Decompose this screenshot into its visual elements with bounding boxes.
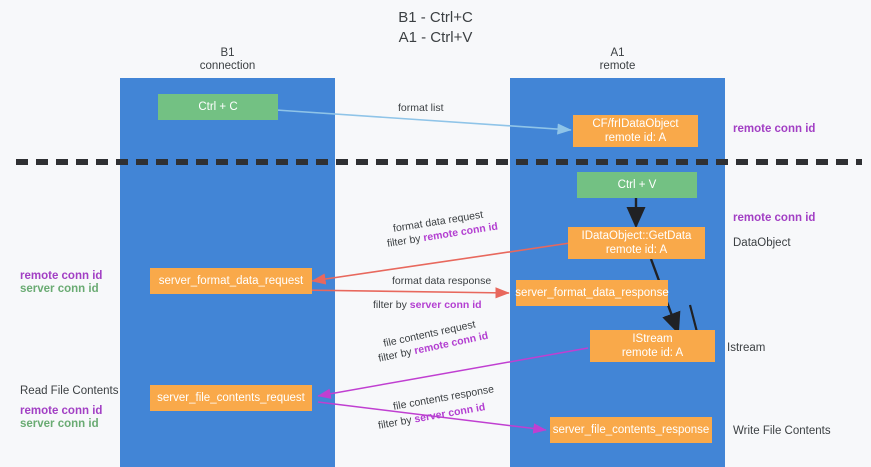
annotation-left-remote-conn-id-mid-text: remote conn id bbox=[20, 270, 103, 282]
title-line-2: A1 - Ctrl+V bbox=[398, 29, 473, 46]
node-istream-line2: remote id: A bbox=[621, 347, 684, 359]
annotation-write-file-contents-text: Write File Contents bbox=[733, 425, 831, 437]
edge-label-format-data-response-filter: filter by server conn id bbox=[373, 298, 482, 312]
node-idataobject-getdata[interactable]: IDataObject::GetData remote id: A bbox=[568, 227, 705, 259]
annotation-istream: Istream bbox=[727, 341, 765, 355]
node-idataobject[interactable]: CF/frIDataObject remote id: A bbox=[573, 115, 698, 147]
edge-label-format-data-response: format data response bbox=[392, 274, 491, 288]
node-ctrl-c-label: Ctrl + C bbox=[198, 101, 238, 113]
column-header-b1-role: connection bbox=[199, 60, 256, 72]
column-header-a1-name: A1 bbox=[610, 47, 625, 59]
node-server-format-data-response-label: server_format_data_response bbox=[515, 287, 669, 299]
node-istream[interactable]: IStream remote id: A bbox=[590, 330, 715, 362]
node-getdata-line1: IDataObject::GetData bbox=[581, 230, 692, 242]
annotation-remote-conn-id-top-text: remote conn id bbox=[733, 123, 816, 135]
node-ctrl-v-label: Ctrl + V bbox=[617, 179, 657, 191]
annotation-read-file-contents: Read File Contents bbox=[20, 384, 118, 398]
edge-label-format-data-response-text: format data response bbox=[392, 275, 492, 287]
edge-label-filter-key-2: server conn id bbox=[409, 299, 482, 311]
annotation-dataobject: DataObject bbox=[733, 236, 791, 250]
node-getdata-line2: remote id: A bbox=[605, 244, 668, 256]
node-server-format-data-request[interactable]: server_format_data_request bbox=[150, 268, 312, 294]
annotation-left-remote-conn-id-bot: remote conn id bbox=[20, 404, 102, 418]
annotation-istream-text: Istream bbox=[727, 342, 766, 354]
node-idataobject-line2: remote id: A bbox=[604, 132, 667, 144]
annotation-left-server-conn-id-mid-text: server conn id bbox=[20, 283, 99, 295]
annotation-left-server-conn-id-mid: server conn id bbox=[20, 282, 99, 296]
page-title: B1 - Ctrl+C A1 - Ctrl+V bbox=[0, 8, 871, 48]
node-server-file-contents-request-label: server_file_contents_request bbox=[157, 392, 305, 404]
annotation-left-remote-conn-id-bot-text: remote conn id bbox=[20, 405, 103, 417]
node-server-file-contents-response[interactable]: server_file_contents_response bbox=[550, 417, 712, 443]
column-header-a1: A1 remote bbox=[510, 47, 725, 73]
node-server-format-data-response[interactable]: server_format_data_response bbox=[515, 280, 669, 306]
node-ctrl-v[interactable]: Ctrl + V bbox=[577, 172, 697, 198]
node-server-format-data-request-label: server_format_data_request bbox=[158, 275, 304, 287]
annotation-remote-conn-id-top: remote conn id bbox=[733, 122, 815, 136]
title-line-1: B1 - Ctrl+C bbox=[398, 9, 473, 26]
edge-label-format-list-text: format list bbox=[398, 102, 444, 114]
node-idataobject-line1: CF/frIDataObject bbox=[592, 118, 679, 130]
edge-label-filter-prefix-2: filter by bbox=[373, 299, 410, 311]
node-ctrl-c[interactable]: Ctrl + C bbox=[158, 94, 278, 120]
edge-label-filter-prefix-3: filter by bbox=[377, 345, 416, 365]
edge-label-filter-prefix: filter by bbox=[386, 232, 425, 250]
annotation-read-file-contents-text: Read File Contents bbox=[20, 385, 119, 397]
column-header-b1: B1 connection bbox=[120, 47, 335, 73]
annotation-remote-conn-id-mid-text: remote conn id bbox=[733, 212, 816, 224]
node-istream-line1: IStream bbox=[632, 333, 673, 345]
annotation-left-server-conn-id-bot-text: server conn id bbox=[20, 418, 99, 430]
column-header-b1-name: B1 bbox=[220, 47, 235, 59]
edge-label-format-list: format list bbox=[398, 101, 444, 115]
annotation-left-server-conn-id-bot: server conn id bbox=[20, 417, 99, 431]
annotation-dataobject-text: DataObject bbox=[733, 237, 791, 249]
annotation-write-file-contents: Write File Contents bbox=[733, 424, 831, 438]
edge-label-filter-prefix-4: filter by bbox=[377, 413, 416, 432]
annotation-left-remote-conn-id-mid: remote conn id bbox=[20, 269, 102, 283]
node-server-file-contents-response-label: server_file_contents_response bbox=[552, 424, 710, 436]
annotation-remote-conn-id-mid: remote conn id bbox=[733, 211, 815, 225]
column-header-a1-role: remote bbox=[599, 60, 636, 72]
node-server-file-contents-request[interactable]: server_file_contents_request bbox=[150, 385, 312, 411]
